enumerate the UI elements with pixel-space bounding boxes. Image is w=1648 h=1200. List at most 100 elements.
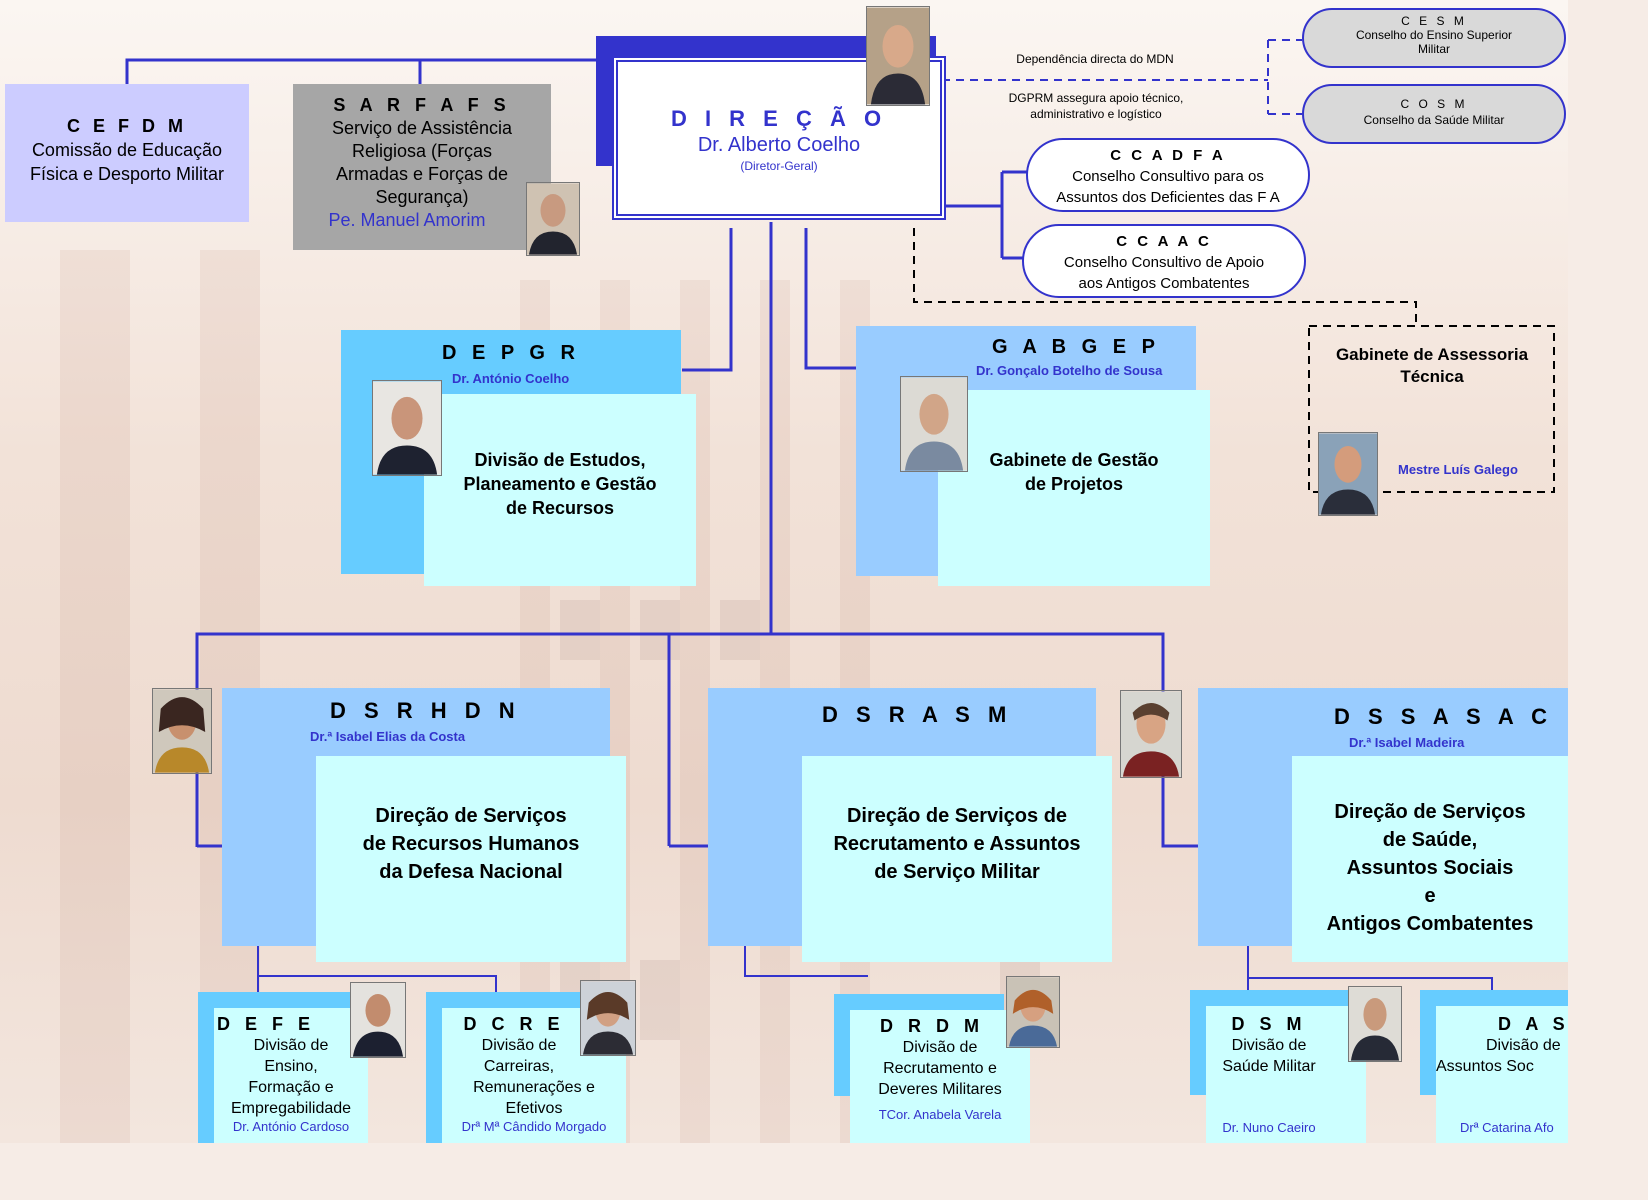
dsm-acronym: D S M	[1231, 1014, 1307, 1034]
dcre-line2: Carreiras,	[483, 1058, 555, 1075]
gat-photo	[1318, 432, 1378, 516]
sarfafs-line2: Religiosa (Forças	[351, 141, 493, 161]
ccadfa-line2: Assuntos dos Deficientes das F A	[1056, 189, 1280, 206]
dssasac-line5: Antigos Combatentes	[1326, 913, 1534, 935]
dcre-photo	[580, 980, 636, 1056]
note-mdn: Dependência directa do MDN	[980, 52, 1210, 66]
dsm-line2: Saúde Militar	[1222, 1058, 1316, 1075]
dssasac-acronym-text: D S S A S A C	[1334, 704, 1553, 729]
gabgep-line2: de Projetos	[1024, 474, 1124, 494]
note-mdn-text: Dependência directa do MDN	[1016, 52, 1174, 66]
gabgep-person: Dr. Gonçalo Botelho de Sousa	[976, 363, 1163, 378]
dsrhdn-line2: de Recursos Humanos	[362, 833, 580, 855]
drdm-person: TCor. Anabela Varela	[878, 1107, 1002, 1122]
dssasac-acronym: D S S A S A C	[1334, 704, 1553, 730]
note-dgprm-line2: administrativo e logístico	[1030, 107, 1162, 121]
dsm-box: D S M Divisão de Saúde Militar Dr. Nuno …	[1206, 1006, 1366, 1143]
depgr-box: Divisão de Estudos, Planeamento e Gestão…	[424, 394, 696, 586]
dsm-photo	[1348, 986, 1402, 1062]
dcre-person: Drª Mª Cândido Morgado	[461, 1119, 607, 1134]
dssasac-person: Dr.ª Isabel Madeira	[1349, 735, 1465, 750]
depgr-line2: Planeamento e Gestão	[463, 474, 657, 494]
sarfafs-box: S A R F A F S Serviço de Assistência Rel…	[293, 84, 551, 250]
dsrasm-line2: Recrutamento e Assuntos	[833, 833, 1081, 855]
depgr-acronym: D E P G R	[341, 342, 681, 365]
das-box: D A S Divisão de Assuntos Soc Drª Catari…	[1436, 1006, 1568, 1143]
gabgep-box: Gabinete de Gestão de Projetos	[938, 390, 1210, 586]
dsm-person: Dr. Nuno Caeiro	[1222, 1120, 1316, 1135]
dsrhdn-person: Dr.ª Isabel Elias da Costa	[310, 729, 466, 744]
director-photo	[866, 6, 930, 106]
dsrhdn-line1: Direção de Serviços	[375, 805, 567, 827]
dcre-line1: Divisão de	[481, 1037, 557, 1054]
cosm-acronym: C O S M	[1400, 97, 1468, 111]
cefdm-line2: Física e Desporto Militar	[29, 164, 225, 184]
cosm-oval: C O S M Conselho da Saúde Militar	[1302, 84, 1566, 144]
das-line1: Divisão de	[1486, 1037, 1561, 1054]
dsrasm-line3: de Serviço Militar	[874, 861, 1040, 883]
depgr-person: Dr. António Coelho	[452, 371, 570, 386]
sarfafs-person: Pe. Manuel Amorim	[328, 210, 486, 230]
sarfafs-line3: Armadas e Forças de	[335, 164, 509, 184]
dssasac-line1: Direção de Serviços	[1334, 801, 1526, 823]
ccadfa-oval: C C A D F A Conselho Consultivo para os …	[1026, 138, 1310, 212]
gat-person: Mestre Luís Galego	[1398, 462, 1518, 477]
drdm-line3: Deveres Militares	[878, 1081, 1002, 1098]
defe-line2: Ensino,	[264, 1058, 318, 1075]
dcre-line3: Remunerações e	[473, 1079, 595, 1096]
das-acronym: D A S	[1498, 1014, 1568, 1034]
dcre-line4: Efetivos	[505, 1100, 563, 1117]
cosm-line1: Conselho da Saúde Militar	[1363, 113, 1505, 127]
ccadfa-acronym: C C A D F A	[1110, 147, 1226, 164]
note-dgprm-line1: DGPRM assegura apoio técnico,	[1008, 91, 1184, 105]
depgr-line3: de Recursos	[505, 498, 615, 518]
gat-line1: Gabinete de Assessoria	[1335, 345, 1529, 364]
note-dgprm: DGPRM assegura apoio técnico, administra…	[966, 90, 1226, 122]
dsrasm-acronym-text: D S R A S M	[822, 702, 1013, 727]
das-line2: Assuntos Soc	[1436, 1058, 1534, 1075]
dsrasm-line1: Direção de Serviços de	[846, 805, 1068, 827]
defe-photo	[350, 982, 406, 1058]
sarfafs-line1: Serviço de Assistência	[331, 118, 513, 138]
dsm-line1: Divisão de	[1231, 1037, 1307, 1054]
ccaac-line2: aos Antigos Combatentes	[1078, 275, 1250, 292]
defe-line1: Divisão de	[253, 1037, 329, 1054]
dsrasm-acronym: D S R A S M	[822, 702, 1012, 728]
gabgep-acronym: G A B G E P	[956, 336, 1196, 359]
dsrhdn-photo	[152, 688, 212, 774]
direcao-role: (Diretor-Geral)	[740, 159, 818, 173]
drdm-box: D R D M Divisão de Recrutamento e Devere…	[850, 1010, 1030, 1143]
sarfafs-photo	[526, 182, 580, 256]
dssasac-box: Direção de Serviços de Saúde, Assuntos S…	[1292, 756, 1568, 962]
gabgep-line1: Gabinete de Gestão	[989, 450, 1159, 470]
defe-person: Dr. António Cardoso	[232, 1119, 350, 1134]
cefdm-box: C E F D M Comissão de Educação Física e …	[5, 84, 249, 222]
drdm-line1: Divisão de	[902, 1039, 978, 1056]
gat-title: Gabinete de Assessoria Técnica	[1312, 344, 1552, 388]
defe-box: D E F E Divisão de Ensino, Formação e Em…	[214, 1008, 368, 1143]
dsrhdn-line3: da Defesa Nacional	[379, 861, 563, 883]
defe-line3: Formação e	[248, 1079, 334, 1096]
das-person: Drª Catarina Afo	[1460, 1120, 1554, 1135]
cefdm-line1: Comissão de Educação	[31, 140, 223, 160]
ccadfa-line1: Conselho Consultivo para os	[1072, 168, 1264, 185]
defe-acronym: D E F E	[216, 1014, 315, 1034]
dsrhdn-acronym: D S R H D N	[330, 698, 521, 724]
gat-line2: Técnica	[1400, 367, 1464, 386]
cefdm-acronym: C E F D M	[67, 116, 187, 136]
direcao-name: Dr. Alberto Coelho	[697, 134, 861, 156]
drdm-line2: Recrutamento e	[883, 1060, 997, 1077]
drdm-photo	[1006, 976, 1060, 1048]
dssasac-line2: de Saúde,	[1382, 829, 1478, 851]
cesm-line2: Militar	[1418, 42, 1450, 56]
ccaac-line1: Conselho Consultivo de Apoio	[1063, 254, 1265, 271]
cesm-oval: C E S M Conselho do Ensino Superior Mili…	[1302, 8, 1566, 68]
cesm-acronym: C E S M	[1401, 14, 1467, 28]
direcao-acronym: D I R E Ç Ã O	[670, 106, 888, 131]
gabgep-photo	[900, 376, 968, 472]
defe-line4: Empregabilidade	[230, 1100, 352, 1117]
dssasac-line4: e	[1424, 885, 1436, 907]
drdm-acronym: D R D M	[880, 1016, 984, 1036]
depgr-line1: Divisão de Estudos,	[474, 450, 646, 470]
gabgep-acronym-text: G A B G E P	[992, 336, 1160, 358]
